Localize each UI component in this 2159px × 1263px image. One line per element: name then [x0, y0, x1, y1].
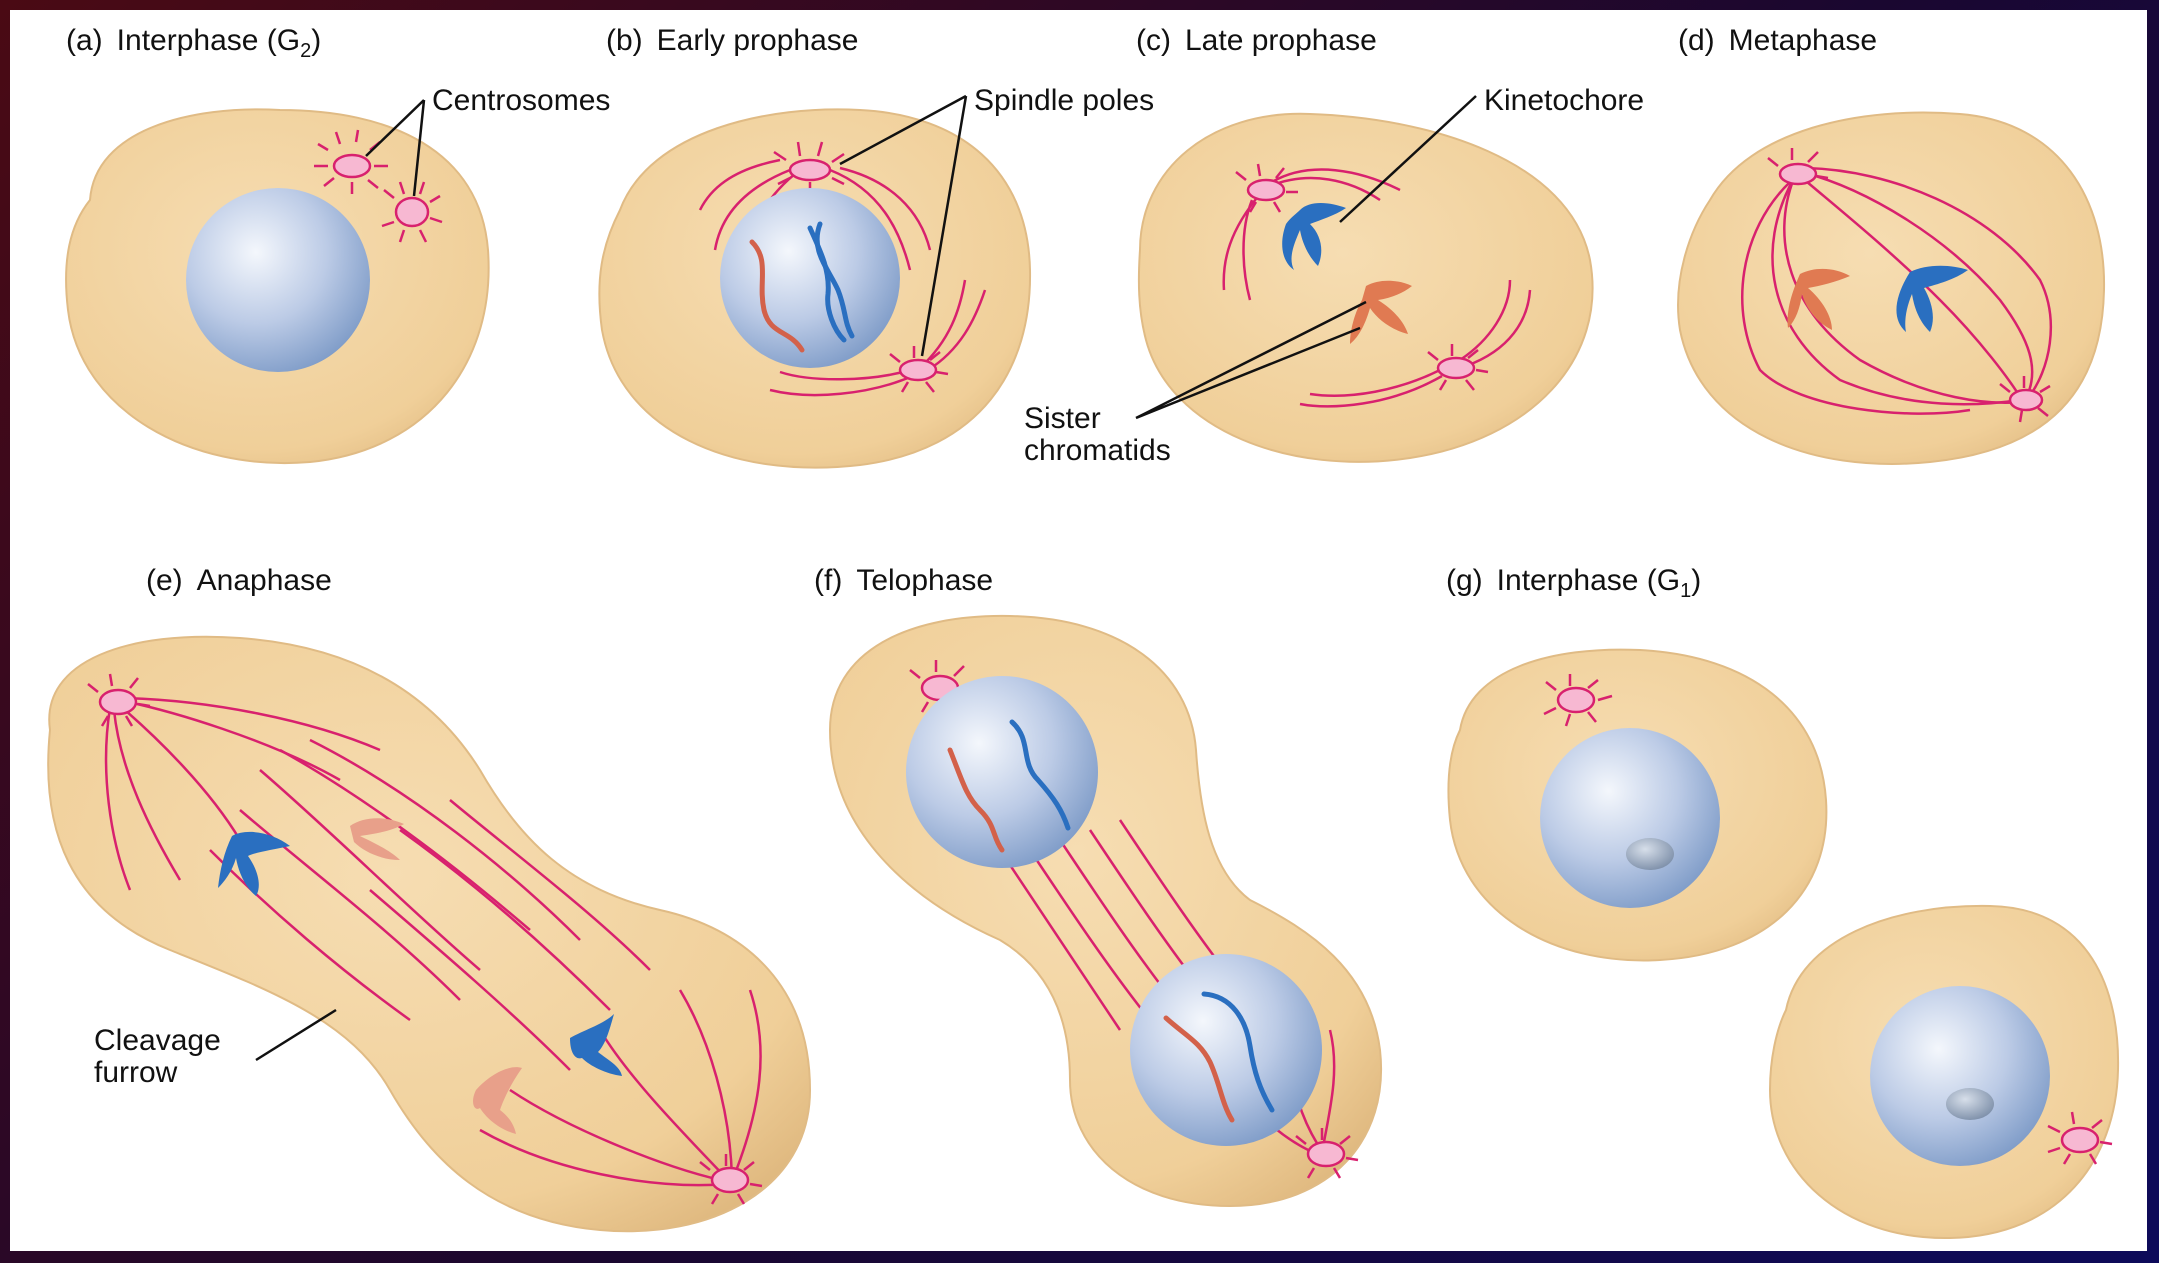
panel-c-title: (c)Late prophase — [1136, 24, 1377, 57]
panel-f-title: (f)Telophase — [814, 564, 993, 597]
chromosome-f1-blue — [1009, 719, 1071, 831]
centrosome-a1 — [314, 129, 388, 194]
spindle-pole-b2 — [889, 346, 949, 393]
panel-g: (g)Interphase (G1) — [1446, 564, 2120, 1240]
chromosome-c-blue — [1282, 203, 1346, 270]
chromosome-d-blue — [1896, 265, 1968, 332]
chromosome-f2-blue — [1201, 991, 1275, 1113]
panel-a: (a)Interphase (G2) Centrosomes — [65, 24, 610, 464]
chromosome-f2-red — [1163, 1015, 1235, 1123]
spindle-pole-f2 — [1295, 1128, 1359, 1179]
cell-f — [828, 614, 1383, 1208]
nucleus-g2 — [1870, 986, 2050, 1166]
panel-e-title: (e)Anaphase — [146, 564, 332, 597]
nucleus-a — [186, 188, 370, 372]
chromosome-c-red — [1350, 280, 1412, 344]
chromosome-b-red — [749, 239, 805, 353]
sister-chromatids-label-2: chromatids — [1024, 434, 1171, 467]
spindle-pole-d1 — [1767, 148, 1829, 186]
chromosome-e-blue2 — [570, 1014, 622, 1076]
panel-e: (e)Anaphase Cle — [47, 564, 812, 1233]
spindle-poles-label: Spindle poles — [974, 84, 1154, 117]
cleavage-furrow-label-2: furrow — [94, 1056, 178, 1089]
cleavage-furrow-pointer — [255, 1008, 337, 1062]
panel-b: (b)Early prophase Spindle poles — [598, 24, 1154, 469]
nucleus-g1 — [1540, 728, 1720, 908]
centrosome-a2 — [381, 181, 443, 243]
chromosome-e-blue1 — [218, 831, 290, 896]
spindle-pole-e2 — [699, 1154, 763, 1205]
chromosome-f1-red — [947, 747, 1005, 853]
centrosome-g2 — [2047, 1111, 2113, 1165]
nucleus-b — [720, 188, 900, 368]
panel-g-title: (g)Interphase (G1) — [1446, 564, 1701, 602]
chromosome-e-red2 — [473, 1067, 522, 1134]
nucleus-f2 — [1130, 954, 1322, 1146]
panel-f: (f)Telophase — [814, 564, 1383, 1208]
panel-d-title: (d)Metaphase — [1678, 24, 1877, 57]
chromosome-d-red — [1787, 268, 1850, 330]
spindle-fibers-e — [104, 696, 762, 1187]
cell-e — [47, 635, 812, 1233]
centrosomes-pointer — [365, 99, 426, 197]
mitosis-diagram: (a)Interphase (G2) Centrosomes (b)Early … — [47, 24, 2120, 1240]
chromosome-e-red1 — [350, 818, 404, 860]
centrosomes-label: Centrosomes — [432, 84, 610, 117]
figure-frame: (a)Interphase (G2) Centrosomes (b)Early … — [10, 10, 2147, 1251]
spindle-pole-d2 — [1999, 376, 2051, 423]
spindle-pole-e1 — [87, 673, 151, 727]
panel-c: (c)Late prophase Kinetochore Sister ch — [1024, 24, 1644, 467]
kinetochore-pointer — [1339, 95, 1477, 223]
spindle-fibers-d — [1741, 166, 2052, 415]
sister-chromatids-pointer — [1135, 300, 1367, 420]
nucleus-f1 — [906, 676, 1098, 868]
spindle-fibers-c — [1222, 168, 1532, 408]
panel-b-title: (b)Early prophase — [606, 24, 858, 57]
spindle-pole-b1 — [773, 141, 845, 194]
cleavage-furrow-label-1: Cleavage — [94, 1024, 221, 1057]
kinetochore-label: Kinetochore — [1484, 84, 1644, 117]
nucleolus-g1 — [1626, 838, 1674, 870]
chromosome-b-blue2 — [814, 221, 855, 339]
panel-a-title: (a)Interphase (G2) — [66, 24, 321, 62]
spindle-poles-pointer — [839, 94, 968, 357]
nucleolus-g2 — [1946, 1088, 1994, 1120]
spindle-pole-c1 — [1235, 163, 1298, 213]
panel-d: (d)Metaphase — [1677, 24, 2106, 465]
spindle-pole-c2 — [1427, 344, 1489, 391]
sister-chromatids-label-1: Sister — [1024, 402, 1101, 435]
centrosome-g1 — [1543, 674, 1613, 727]
